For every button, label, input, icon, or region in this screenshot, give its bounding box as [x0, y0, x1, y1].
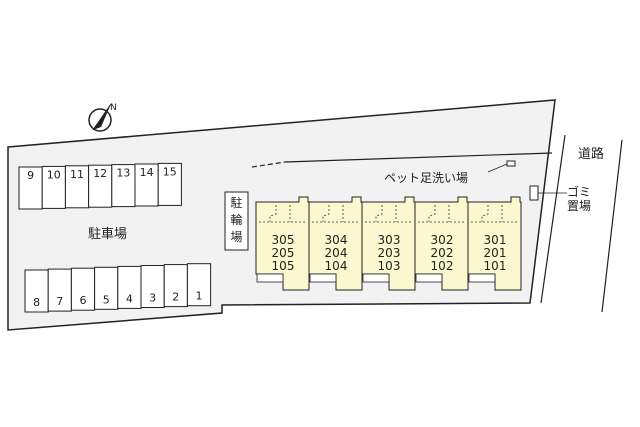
parking-space: 13: [111, 164, 136, 208]
parking-space: 2: [163, 264, 188, 308]
bicycle-parking-label: 駐: [230, 195, 242, 210]
road-label: 道路: [578, 146, 604, 162]
bicycle-parking-label: 輪: [230, 212, 242, 227]
pet-footwash: [506, 160, 516, 167]
north-arrow-icon: N: [88, 103, 117, 132]
parking-space: 1: [186, 263, 212, 307]
parking-number: 4: [126, 292, 133, 305]
parking-label: 駐車場: [88, 227, 127, 242]
road-edge: [540, 134, 566, 304]
unit-number: 102: [431, 259, 454, 273]
parking-number: 15: [163, 165, 177, 178]
fence-line: [284, 152, 553, 163]
parking-space: 5: [94, 266, 119, 310]
parking-number: 9: [27, 169, 34, 182]
unit-number: 301: [484, 233, 507, 247]
unit-number: 105: [272, 259, 295, 273]
unit-number: 203: [378, 246, 401, 260]
parking-space: 7: [47, 268, 72, 312]
parking-space: 10: [41, 165, 66, 209]
unit-number: 101: [484, 259, 507, 273]
unit-number: 304: [325, 233, 348, 247]
parking-number: 8: [33, 296, 40, 309]
parking-number: 12: [93, 167, 107, 180]
parking-space: 6: [70, 267, 96, 311]
parking-number: 3: [149, 292, 156, 305]
parking-space: 11: [64, 165, 90, 209]
unit-number: 204: [325, 246, 348, 260]
garbage-area: [529, 185, 539, 201]
garbage-label: ゴミ: [567, 184, 591, 199]
bicycle-parking-label: 場: [230, 230, 242, 244]
parking-number: 6: [80, 294, 87, 307]
fence-line: [251, 161, 286, 168]
unit-number: 104: [325, 259, 348, 273]
road-edge: [601, 139, 623, 313]
parking-number: 13: [116, 167, 130, 180]
parking-space: 15: [157, 162, 182, 206]
unit-number: 205: [272, 246, 295, 260]
parking-space: 4: [117, 265, 142, 309]
pet-footwash-label: ペット足洗い場: [384, 171, 468, 185]
unit-number: 302: [431, 233, 454, 247]
unit-number: 305: [272, 233, 295, 247]
parking-space: 9: [18, 166, 43, 210]
unit-number: 202: [431, 246, 454, 260]
parking-space: 14: [134, 163, 159, 207]
unit-number: 303: [378, 233, 401, 247]
parking-space: 12: [88, 164, 113, 208]
svg-text:N: N: [110, 103, 117, 113]
parking-number: 5: [103, 293, 110, 306]
bicycle-parking: [224, 191, 249, 251]
parking-number: 7: [56, 295, 63, 308]
parking-space: 8: [24, 269, 49, 313]
parking-number: 2: [172, 291, 179, 304]
unit-number: 201: [484, 246, 507, 260]
parking-number: 14: [140, 166, 154, 179]
parking-space: 3: [140, 265, 165, 308]
parking-number: 1: [196, 290, 203, 303]
unit-number: 103: [378, 259, 401, 273]
garbage-label: 置場: [567, 199, 591, 213]
parking-number: 11: [70, 168, 84, 181]
parking-number: 10: [47, 168, 61, 181]
